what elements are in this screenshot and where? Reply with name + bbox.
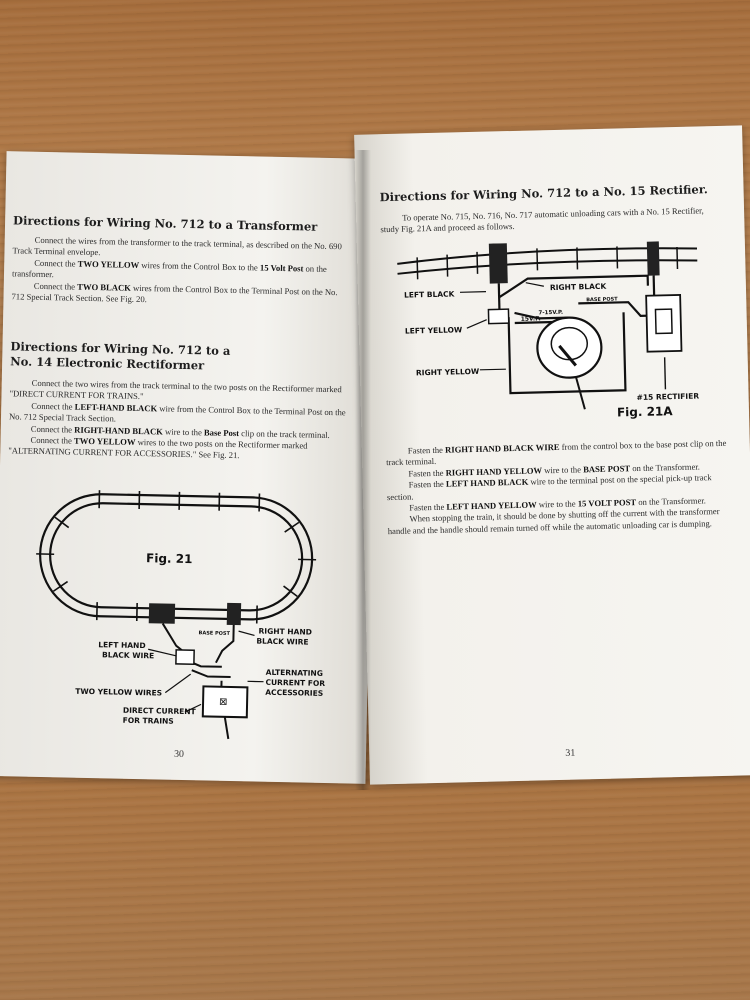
fig-21a-title: Fig. 21A bbox=[617, 404, 674, 419]
fig-21-labels: LEFT HAND BLACK WIRE RIGHT HAND BLACK WI… bbox=[75, 627, 325, 726]
power-cord bbox=[223, 716, 230, 740]
right-intro: To operate No. 715, No. 716, No. 717 aut… bbox=[380, 205, 704, 235]
rectiformer-mark: ⊠ bbox=[219, 697, 228, 708]
rectifier-arrow bbox=[663, 357, 667, 390]
left-section-rectiformer: Directions for Wiring No. 712 to a No. 1… bbox=[8, 339, 350, 464]
right-section-instructions: Fasten the RIGHT HAND BLACK WIRE from th… bbox=[386, 438, 730, 538]
fig-21a-labels: LEFT BLACK RIGHT BLACK LEFT YELLOW RIGHT… bbox=[404, 282, 700, 420]
fig-21-title: Fig. 21 bbox=[146, 551, 193, 566]
left-page: Directions for Wiring No. 712 to a Trans… bbox=[0, 151, 379, 784]
transformer-cord bbox=[575, 377, 586, 410]
label-dc-2: FOR TRAINS bbox=[123, 716, 174, 726]
special-track-21a bbox=[488, 243, 508, 284]
control-box-21a bbox=[487, 308, 510, 325]
book-gutter bbox=[355, 150, 371, 790]
label-left-yellow: LEFT YELLOW bbox=[405, 325, 463, 335]
label-base-post: BASE POST bbox=[198, 630, 230, 637]
transformer-handle bbox=[558, 344, 577, 367]
table-shadow bbox=[0, 760, 750, 1000]
right-page-number: 31 bbox=[565, 747, 576, 759]
right-section-rectifier: Directions for Wiring No. 712 to a No. 1… bbox=[379, 182, 722, 236]
control-box bbox=[175, 649, 195, 665]
label-left-hand-2: BLACK WIRE bbox=[102, 650, 154, 660]
special-track-section bbox=[148, 603, 176, 624]
label-base-post-21a: BASE POST bbox=[586, 296, 618, 303]
label-15vp: 15V.P. bbox=[521, 315, 541, 322]
label-7-15vp: 7-15V.P. bbox=[538, 310, 563, 317]
label-right-black: RIGHT BLACK bbox=[550, 282, 608, 292]
transformer-21a bbox=[536, 316, 603, 379]
fig-21-arrows bbox=[148, 630, 264, 713]
label-two-yellow: TWO YELLOW WIRES bbox=[75, 687, 162, 698]
label-dc-1: DIRECT CURRENT bbox=[123, 706, 197, 717]
right-page: Directions for Wiring No. 712 to a No. 1… bbox=[354, 125, 750, 785]
fig-21a-diagram: LEFT BLACK RIGHT BLACK LEFT YELLOW RIGHT… bbox=[397, 241, 700, 420]
label-right-hand-2: BLACK WIRE bbox=[256, 637, 308, 647]
terminal-21a bbox=[646, 241, 660, 276]
track-terminal bbox=[226, 602, 242, 626]
left-section-transformer: Directions for Wiring No. 712 to a Trans… bbox=[11, 213, 353, 310]
track-ties bbox=[36, 490, 317, 624]
label-alt-3: ACCESSORIES bbox=[265, 688, 323, 698]
fig-21a-arrows bbox=[459, 282, 544, 371]
label-alt-1: ALTERNATING bbox=[266, 668, 323, 678]
rectifier-core bbox=[654, 308, 673, 335]
left-page-number: 30 bbox=[173, 748, 185, 761]
label-left-hand-1: LEFT HAND bbox=[98, 640, 146, 650]
track-ties-21a bbox=[416, 246, 679, 280]
left-heading-transformer: Directions for Wiring No. 712 to a Trans… bbox=[12, 213, 318, 234]
label-rectifier: #15 RECTIFIER bbox=[637, 391, 700, 402]
label-left-black: LEFT BLACK bbox=[404, 289, 456, 299]
right-heading-rectifier: Directions for Wiring No. 712 to a No. 1… bbox=[379, 182, 708, 205]
label-right-hand-1: RIGHT HAND bbox=[258, 627, 311, 637]
label-right-yellow: RIGHT YELLOW bbox=[416, 367, 480, 378]
fig-21-diagram: Fig. 21 ⊠ LEFT HAND BLACK WIRE RIGHT HAN… bbox=[36, 490, 325, 740]
rectifier-21a bbox=[645, 293, 683, 353]
label-alt-2: CURRENT FOR bbox=[265, 678, 325, 688]
